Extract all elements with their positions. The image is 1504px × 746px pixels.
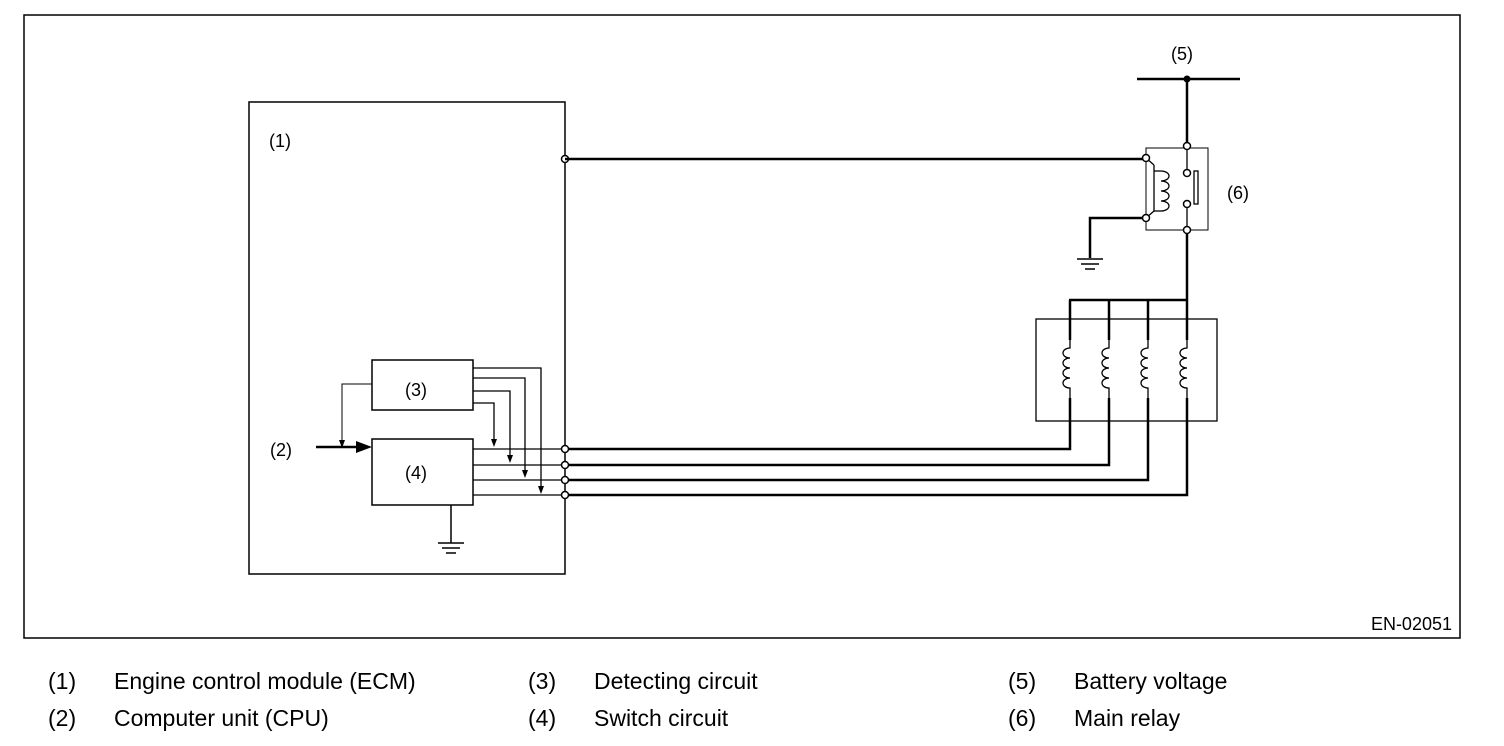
ecm-box (248, 101, 566, 575)
injector-coil-icon (1140, 340, 1149, 398)
legend-num: (5) (1008, 668, 1037, 694)
relay-terminals (1141, 141, 1192, 235)
circuit-diagram: (1) (3) (4) (2) (23, 14, 1461, 639)
battery-label: (5) (1171, 44, 1193, 64)
injector-block (1035, 318, 1218, 422)
legend-text: Main relay (1074, 705, 1181, 731)
legend-item-battery: (5) Battery voltage (1008, 668, 1227, 694)
legend-text: Computer unit (CPU) (114, 705, 329, 731)
injector-coil-icon (1062, 340, 1071, 398)
legend: (1) Engine control module (ECM) (2) Comput… (0, 660, 1504, 746)
legend-text: Battery voltage (1074, 668, 1228, 694)
legend-num: (3) (528, 668, 557, 694)
detect-feedback-line (341, 383, 372, 442)
cpu-label: (2) (270, 440, 292, 460)
legend-item-detecting: (3) Detecting circuit (528, 668, 758, 694)
relay-ground-icon (1077, 258, 1103, 270)
relay-switch-icon (1186, 149, 1199, 228)
switch-circuit-label: (4) (405, 463, 427, 483)
detecting-output-arrows (491, 439, 544, 494)
detecting-circuit-box (371, 359, 474, 411)
injector-wires (565, 398, 1189, 497)
legend-num: (2) (48, 705, 77, 731)
legend-text: Detecting circuit (594, 668, 758, 694)
legend-text: Engine control module (ECM) (114, 668, 416, 694)
legend-text: Switch circuit (594, 705, 729, 731)
cpu-input-arrow (356, 441, 372, 453)
legend-item-switch: (4) Switch circuit (528, 705, 728, 731)
switch-circuit-box (371, 438, 474, 506)
detect-feedback-arrow (339, 440, 345, 448)
legend-item-cpu: (2) Computer unit (CPU) (48, 705, 329, 731)
injector-supply-drops (1068, 300, 1189, 340)
relay-label: (6) (1227, 183, 1249, 203)
detecting-circuit-label: (3) (405, 380, 427, 400)
injector-coil-icon (1179, 340, 1188, 398)
switch-ground-icon (438, 542, 464, 554)
legend-item-relay: (6) Main relay (1008, 705, 1180, 731)
injector-coil-icons (1062, 340, 1188, 398)
diagram-frame (23, 14, 1461, 639)
detecting-outputs (473, 367, 542, 488)
relay-ground-wire (1088, 216, 1143, 258)
main-relay-box (1145, 147, 1209, 231)
switch-output-lines (473, 448, 565, 496)
injector-coil-icon (1101, 340, 1110, 398)
ecm-label: (1) (269, 131, 291, 151)
legend-num: (4) (528, 705, 557, 731)
legend-num: (6) (1008, 705, 1037, 731)
legend-num: (1) (48, 668, 77, 694)
legend-item-ecm: (1) Engine control module (ECM) (48, 668, 416, 694)
figure-code: EN-02051 (1371, 614, 1452, 634)
relay-coil-icon (1145, 157, 1170, 219)
